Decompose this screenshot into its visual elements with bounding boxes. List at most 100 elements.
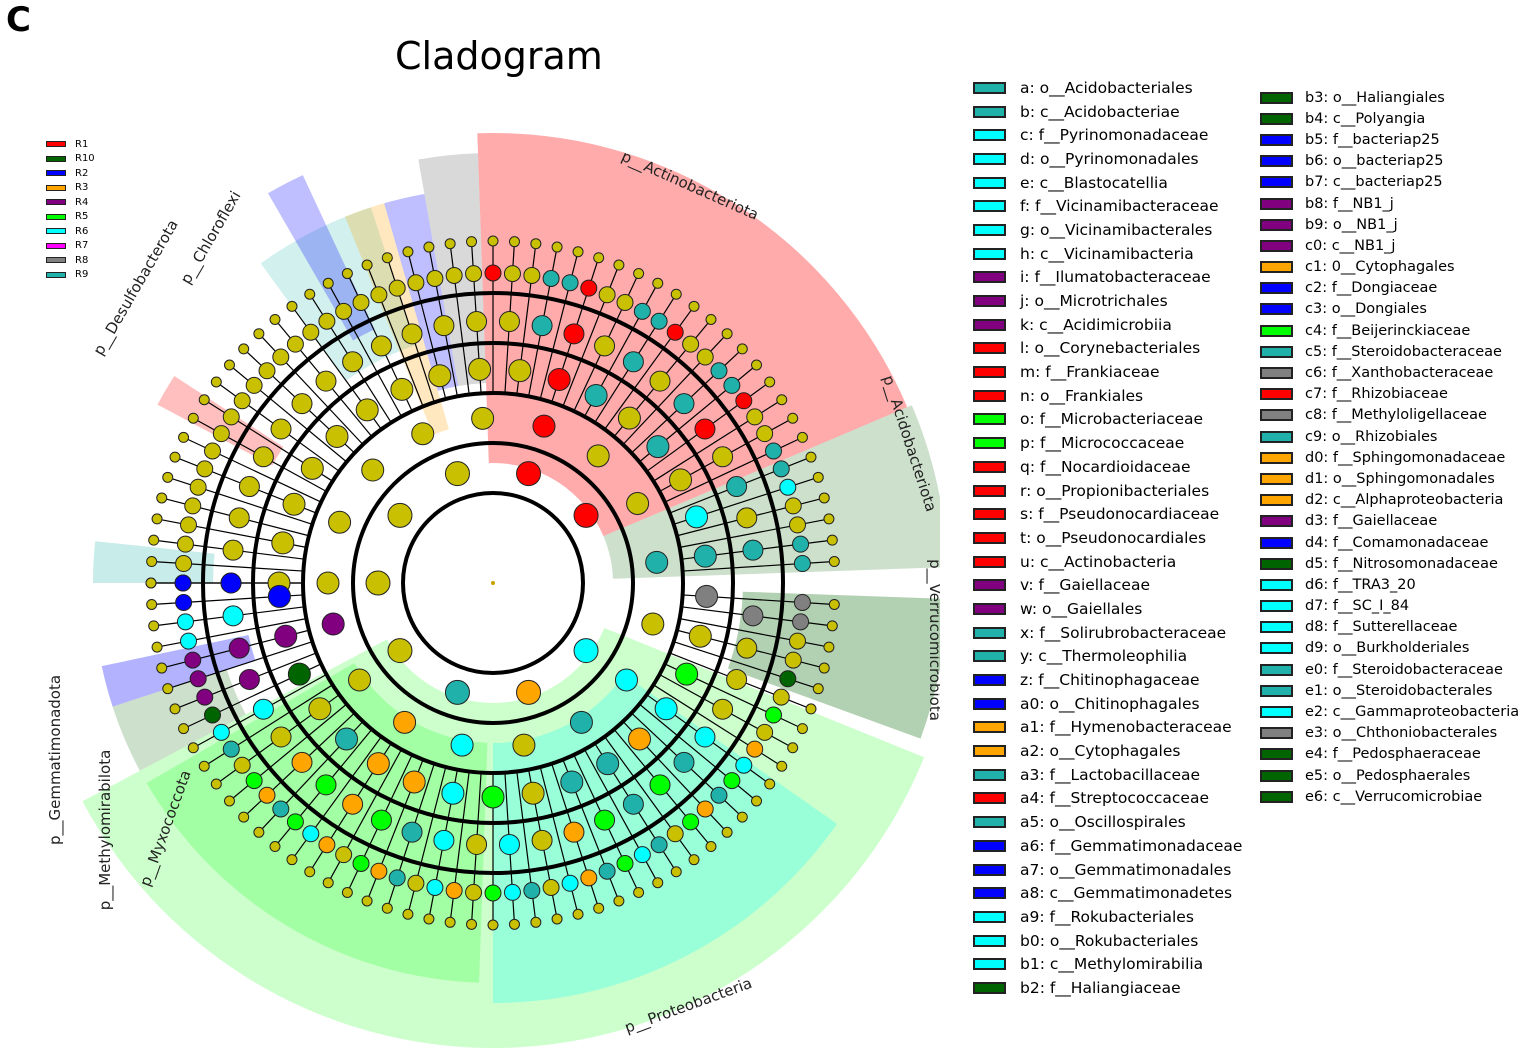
tree-node — [365, 570, 391, 596]
tree-node — [274, 624, 298, 648]
tree-node — [178, 723, 190, 735]
tree-node — [673, 751, 695, 773]
tree-node — [466, 311, 488, 333]
taxa-swatch — [1260, 536, 1293, 549]
taxa-label: c3: o__Dongiales — [1305, 301, 1427, 318]
tree-node — [407, 274, 425, 292]
tree-node — [484, 884, 502, 902]
tree-node — [318, 836, 336, 854]
tree-node — [390, 377, 414, 401]
tree-node — [503, 265, 521, 283]
cladogram: p__Actinobacteriotap__Acidobacteriotap__… — [46, 133, 940, 1048]
taxa-swatch — [973, 437, 1006, 450]
tree-node — [441, 781, 465, 805]
taxa-swatch — [973, 460, 1006, 473]
tree-node — [561, 274, 579, 292]
taxa-legend-item: v: f__Gaiellaceae — [973, 573, 1242, 597]
taxa-label: a: o__Acidobacteriales — [1020, 78, 1193, 97]
group-label: R7 — [75, 240, 89, 252]
tree-node — [189, 478, 207, 496]
tree-node — [316, 571, 340, 595]
tree-node — [551, 913, 563, 925]
tree-node — [233, 756, 251, 774]
taxa-legend-item: q: f__Nocardioidaceae — [973, 455, 1242, 479]
tree-node — [560, 770, 584, 794]
taxa-legend-item: b4: c__Polyangia — [1260, 108, 1519, 129]
taxa-legend-item: j: o__Microtrichales — [973, 289, 1242, 313]
tree-node — [252, 698, 274, 720]
tree-node — [695, 584, 719, 608]
tree-node — [764, 442, 782, 460]
tree-node — [779, 478, 797, 496]
phylum-label: p__Chloroflexi — [177, 188, 246, 288]
taxa-legend-item: d8: f__Sutterellaceae — [1260, 617, 1519, 638]
tree-node — [688, 624, 712, 648]
tree-node — [175, 593, 193, 611]
taxa-label: c8: f__Methyloligellaceae — [1305, 407, 1487, 424]
taxa-legend-item: i: f__Ilumatobacteraceae — [973, 266, 1242, 290]
tree-node — [291, 393, 313, 415]
taxa-swatch — [1260, 367, 1293, 380]
taxa-label: b5: f__bacteriap25 — [1305, 131, 1440, 148]
taxa-swatch — [1260, 197, 1293, 210]
taxa-legend-item: a: o__Acidobacteriales — [973, 76, 1242, 100]
tree-node — [466, 236, 478, 248]
taxa-legend-item: t: o__Pseudonocardiales — [973, 526, 1242, 550]
taxa-swatch — [973, 413, 1006, 426]
taxa-swatch — [1260, 472, 1293, 485]
tree-node — [772, 460, 790, 478]
taxa-swatch — [1260, 769, 1293, 782]
taxa-legend-item: c4: f__Beijerinckiaceae — [1260, 320, 1519, 341]
taxa-label: c0: c__NB1_j — [1305, 237, 1396, 254]
taxa-label: d3: f__Gaiellaceae — [1305, 513, 1438, 530]
taxa-label: b8: f__NB1_j — [1305, 195, 1394, 212]
tree-node — [228, 637, 250, 659]
tree-node — [649, 370, 671, 392]
tree-node — [286, 813, 304, 831]
taxa-label: a3: f__Lactobacillaceae — [1020, 765, 1201, 784]
tree-node — [370, 286, 388, 304]
tree-node — [742, 605, 764, 627]
taxa-label: e0: f__Steroidobacteraceae — [1305, 661, 1503, 678]
taxa-swatch — [1260, 663, 1293, 676]
group-label: R3 — [75, 182, 89, 194]
tree-node — [445, 882, 463, 900]
tree-node — [258, 362, 276, 380]
tree-node — [342, 793, 364, 815]
taxa-swatch — [1260, 494, 1293, 507]
tree-node — [617, 406, 641, 430]
tree-node — [179, 516, 197, 534]
taxa-swatch — [973, 650, 1006, 663]
tree-node — [370, 862, 388, 880]
tree-node — [530, 238, 542, 250]
tree-node — [445, 266, 463, 284]
taxa-legend-item: b9: o__NB1_j — [1260, 214, 1519, 235]
tree-node — [222, 605, 244, 627]
tree-node — [593, 252, 605, 264]
group-legend-item: R8 — [46, 253, 95, 268]
tree-node — [669, 468, 693, 492]
tree-node — [789, 632, 807, 650]
taxa-label: e6: c__Verrucomicrobiae — [1305, 788, 1483, 805]
tree-node — [402, 246, 414, 258]
tree-node — [426, 879, 444, 897]
taxa-label: a2: o__Cytophagales — [1020, 742, 1181, 761]
tree-node — [178, 431, 190, 443]
tree-node — [179, 632, 197, 650]
tree-node — [146, 598, 158, 610]
tree-node — [787, 412, 799, 424]
tree-node — [212, 723, 230, 741]
taxa-legend-item: n: o__Frankiales — [973, 384, 1242, 408]
taxa-swatch — [1260, 91, 1293, 104]
taxa-swatch — [973, 366, 1006, 379]
tree-node — [176, 535, 194, 553]
tree-node — [736, 343, 748, 355]
taxa-swatch — [973, 484, 1006, 497]
group-label: R8 — [75, 254, 89, 266]
tree-node — [286, 335, 304, 353]
tree-node — [148, 620, 160, 632]
taxa-swatch — [973, 958, 1006, 971]
tree-node — [666, 825, 684, 843]
tree-node — [542, 269, 560, 287]
